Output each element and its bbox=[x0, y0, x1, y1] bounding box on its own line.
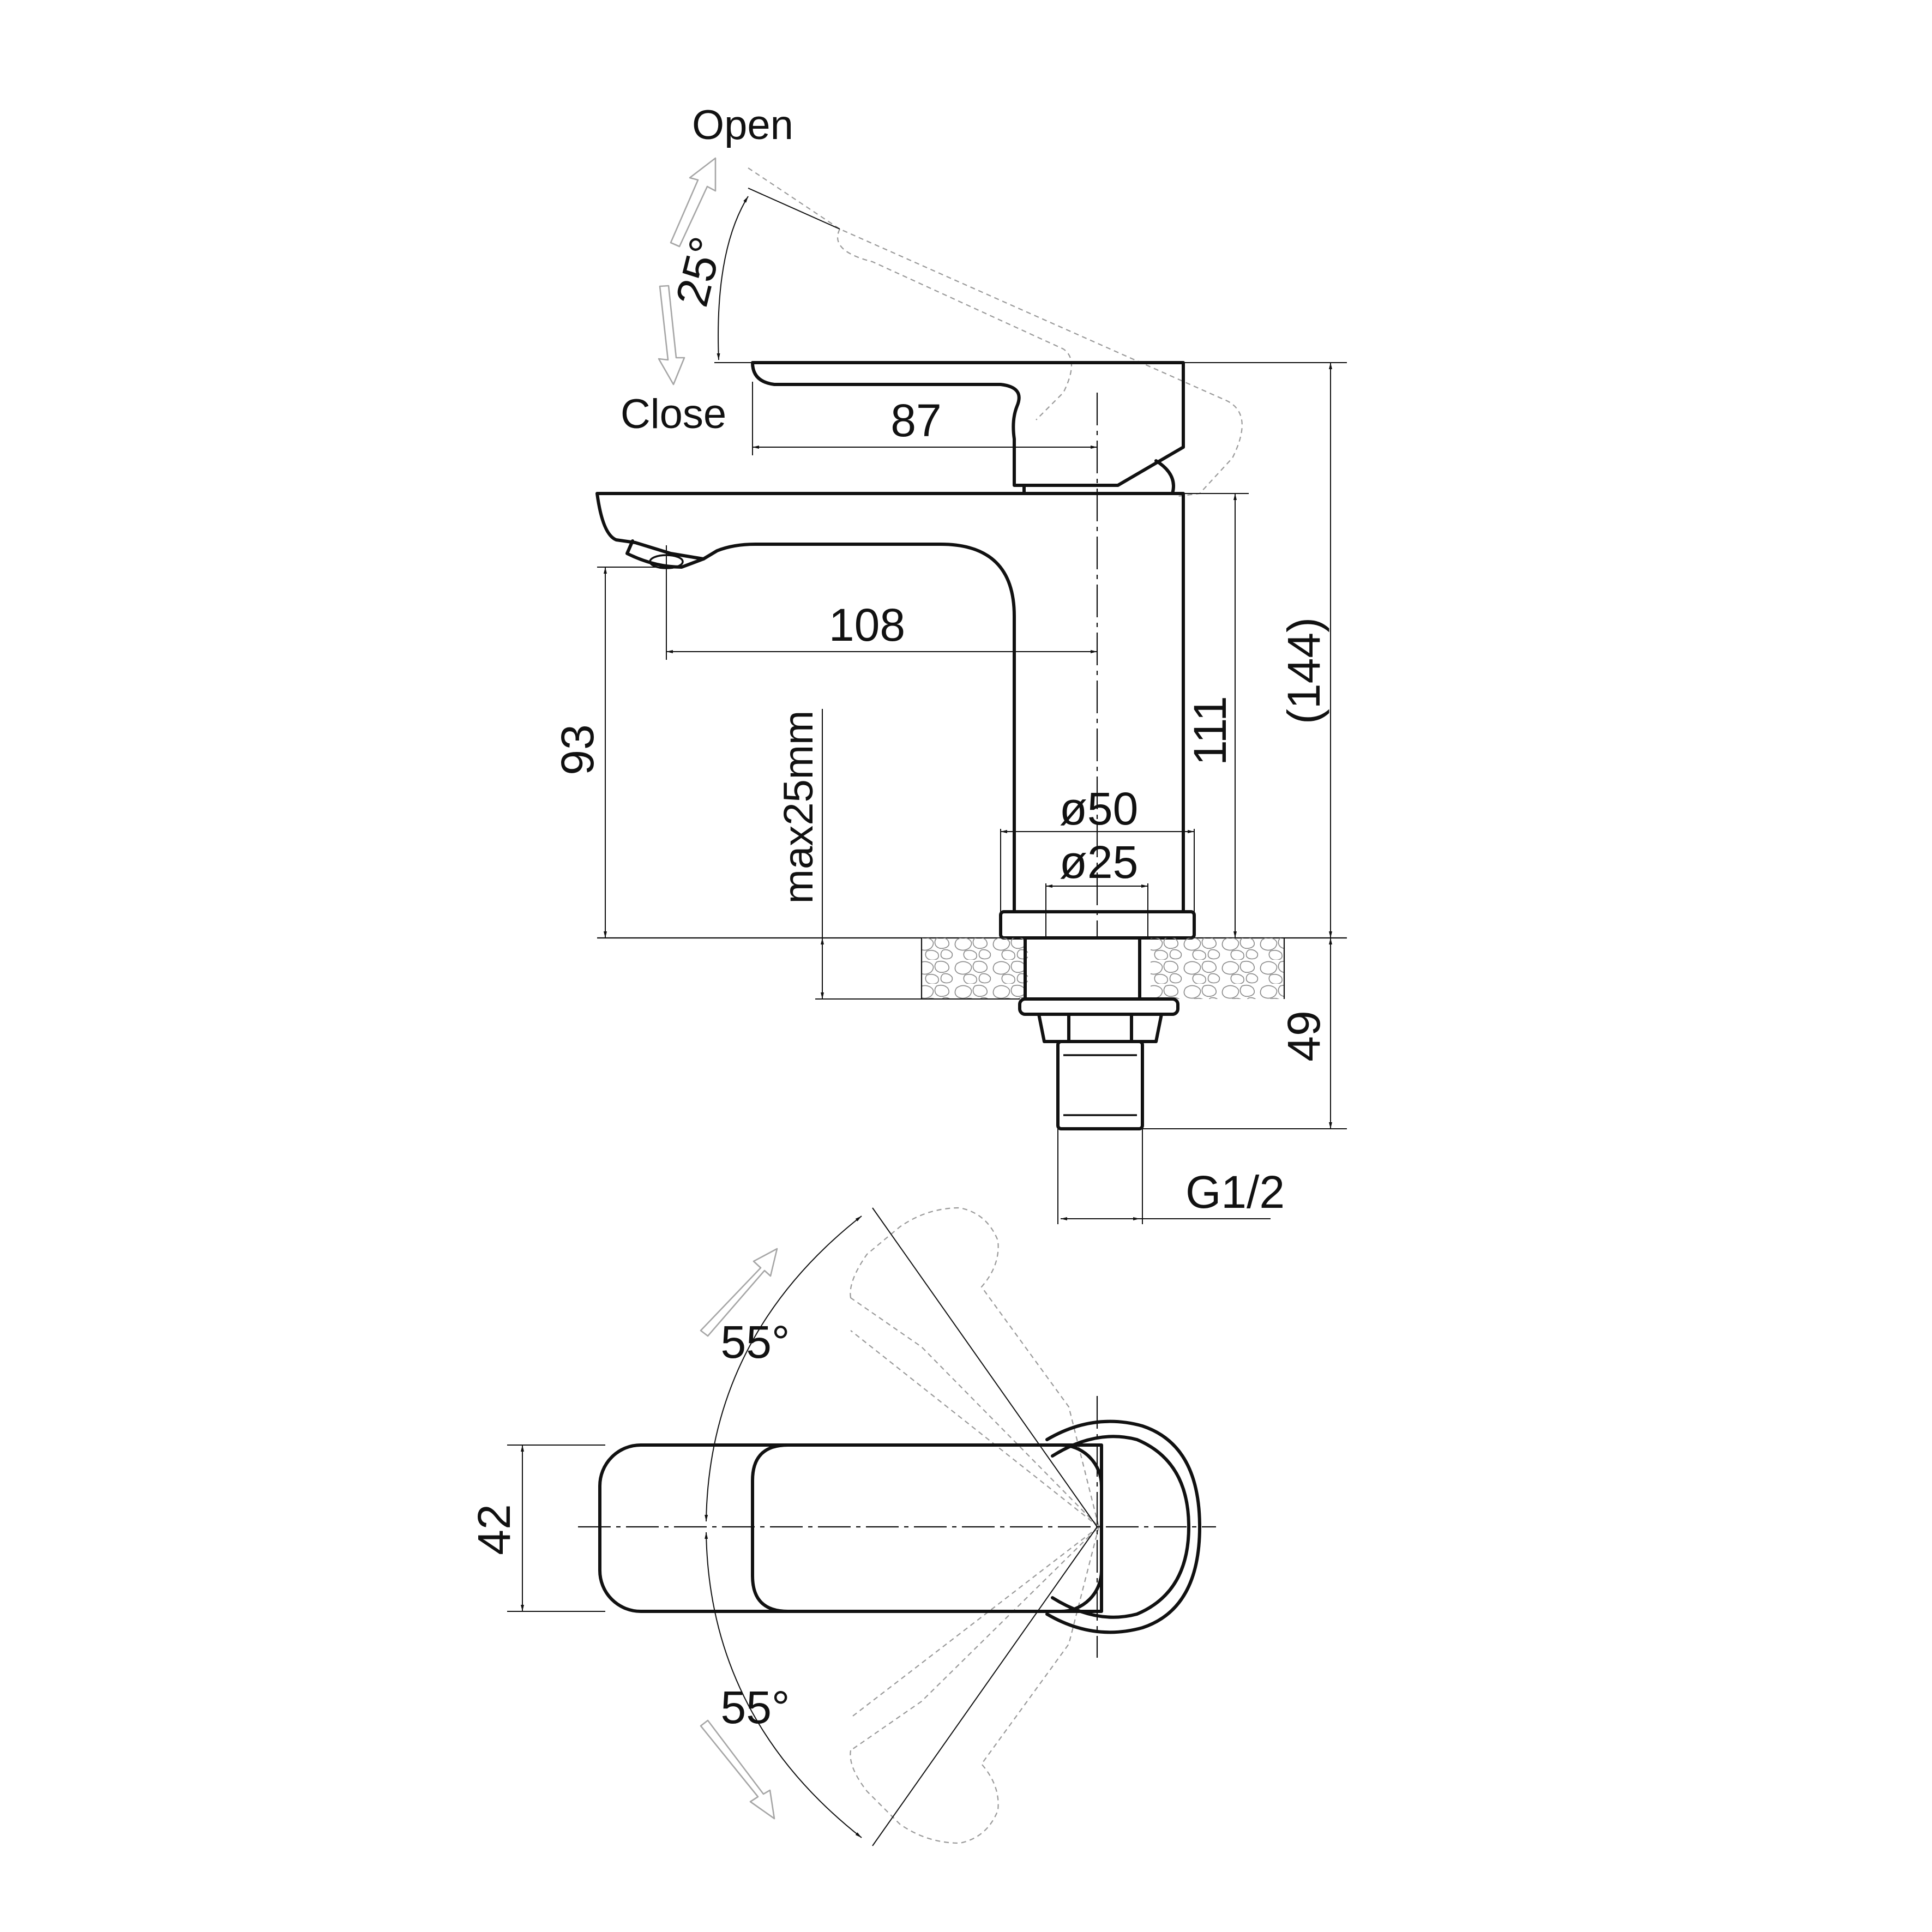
shank bbox=[1024, 936, 1141, 1001]
label-max-thickness: max25mm bbox=[775, 711, 822, 904]
rotation-arc-lower bbox=[705, 1532, 862, 1838]
close-arrow-icon bbox=[658, 285, 685, 386]
mounting-washer bbox=[1018, 997, 1179, 1016]
dim-below-deck: 49 bbox=[1278, 1010, 1329, 1061]
body-circle-top bbox=[1045, 1419, 1201, 1634]
lever-rotated-ghost bbox=[850, 1207, 1100, 1844]
dim-spout-height: 93 bbox=[552, 724, 603, 775]
open-arrow-icon bbox=[670, 157, 717, 248]
aerator bbox=[625, 539, 705, 569]
dim-total-height: (144) bbox=[1278, 617, 1329, 724]
lever-pad-top bbox=[751, 1443, 1103, 1613]
dim-lever-length: 87 bbox=[890, 395, 941, 446]
dim-body-height: 111 bbox=[1184, 696, 1236, 766]
rotate-open-arrow-icon bbox=[700, 1248, 778, 1337]
dim-lever-width: 42 bbox=[468, 1504, 520, 1555]
side-view: 87 108 93 max25mm ø50 ø25 111 (144) bbox=[552, 102, 1347, 1224]
countertop-section-left bbox=[922, 938, 1028, 999]
dim-base-diameter: ø50 bbox=[1060, 783, 1139, 834]
dim-spout-reach: 108 bbox=[829, 599, 905, 651]
rotation-arc-upper bbox=[705, 1215, 862, 1522]
lever-closed bbox=[751, 361, 1185, 487]
top-view: 55° 55° 42 bbox=[468, 1207, 1216, 1846]
thread-connector bbox=[1056, 1040, 1144, 1130]
label-open: Open bbox=[692, 102, 793, 148]
label-rotate-angle-lower: 55° bbox=[720, 1682, 790, 1733]
countertop-section-right bbox=[1151, 938, 1284, 999]
label-rotate-angle-upper: 55° bbox=[720, 1316, 790, 1368]
lever-open-ghost bbox=[748, 167, 1243, 497]
mounting-nut bbox=[1037, 1013, 1163, 1043]
label-thread-size: G1/2 bbox=[1185, 1166, 1285, 1218]
dim-shank-diameter: ø25 bbox=[1060, 836, 1139, 888]
label-close: Close bbox=[621, 391, 726, 437]
faucet-body bbox=[595, 492, 1185, 913]
rotate-close-arrow-icon bbox=[700, 1719, 775, 1820]
